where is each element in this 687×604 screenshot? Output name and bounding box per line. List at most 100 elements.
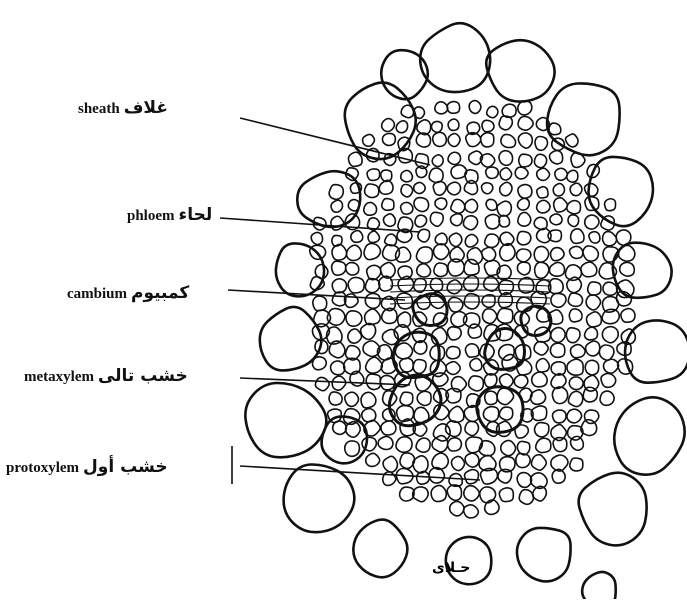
parenchyma-cell: [449, 406, 464, 422]
parenchyma-cell: [518, 185, 532, 199]
parenchyma-cell: [313, 296, 327, 311]
ground-cell: [353, 520, 407, 578]
parenchyma-cell: [551, 293, 566, 307]
parenchyma-cell: [487, 106, 498, 117]
label-cambium-en: cambium: [67, 286, 127, 302]
parenchyma-cell: [329, 185, 343, 200]
parenchyma-cell: [605, 199, 616, 211]
parenchyma-cell: [516, 249, 530, 262]
parenchyma-cell: [417, 264, 431, 277]
parenchyma-cell: [566, 134, 578, 147]
parenchyma-cell: [583, 387, 597, 402]
parenchyma-cell: [581, 420, 597, 436]
label-protoxylem: protoxylem خشب أول: [6, 457, 168, 477]
parenchyma-cell: [551, 248, 565, 261]
parenchyma-cell: [480, 154, 494, 167]
label-metaxylem-ar: خشب تالى: [98, 366, 188, 386]
parenchyma-cell: [378, 436, 393, 449]
parenchyma-cell: [430, 212, 443, 226]
parenchyma-cell: [351, 231, 363, 243]
parenchyma-cell: [585, 360, 599, 375]
parenchyma-cell: [616, 230, 631, 245]
parenchyma-cell: [500, 168, 512, 180]
parenchyma-cell: [467, 248, 482, 264]
parenchyma-cell: [519, 154, 532, 167]
leader-lines: [220, 118, 480, 484]
parenchyma-cell: [433, 182, 446, 196]
parenchyma-cell: [331, 361, 345, 375]
parenchyma-cell: [570, 345, 585, 358]
parenchyma-cell: [588, 282, 601, 295]
parenchyma-cell: [483, 407, 498, 422]
parenchyma-cell: [497, 308, 512, 323]
parenchyma-cell: [469, 101, 481, 114]
parenchyma-cell: [312, 357, 326, 370]
parenchyma-cell: [381, 421, 396, 435]
ground-cell: [547, 83, 620, 155]
parenchyma-cell: [468, 324, 481, 338]
parenchyma-cell: [571, 229, 584, 244]
parenchyma-cell: [315, 377, 329, 390]
parenchyma-cell: [451, 199, 465, 213]
parenchyma-cell: [465, 470, 479, 484]
parenchyma-cell: [396, 247, 411, 262]
parenchyma-cell: [601, 373, 616, 387]
parenchyma-cell: [364, 202, 377, 215]
parenchyma-cell: [567, 201, 581, 214]
parenchyma-cell: [484, 374, 496, 387]
parenchyma-cell: [447, 327, 461, 340]
parenchyma-cell: [570, 246, 583, 258]
parenchyma-cell: [433, 132, 447, 146]
parenchyma-cell: [464, 505, 479, 518]
parenchyma-cell: [581, 262, 597, 277]
parenchyma-cell: [555, 168, 567, 180]
parenchyma-cell: [568, 293, 582, 306]
parenchyma-cell: [463, 216, 477, 230]
parenchyma-cell: [554, 198, 568, 212]
parenchyma-cell: [537, 200, 550, 213]
parenchyma-cell: [332, 244, 347, 260]
parenchyma-cell: [365, 184, 379, 198]
parenchyma-cell: [499, 116, 512, 130]
parenchyma-cell: [464, 486, 479, 501]
parenchyma-cell: [501, 134, 516, 147]
parenchyma-cell: [571, 436, 584, 450]
parenchyma-cell: [433, 244, 448, 260]
parenchyma-cell: [401, 170, 413, 181]
parenchyma-cell: [514, 375, 528, 388]
parenchyma-cell: [537, 187, 548, 198]
parenchyma-cell: [586, 312, 601, 327]
parenchyma-cell: [550, 343, 564, 357]
ground-cell: [486, 40, 554, 101]
ground-cell: [517, 528, 571, 582]
parenchyma-cell: [432, 155, 443, 167]
parenchyma-cell: [567, 409, 582, 423]
parenchyma-cell: [515, 167, 528, 179]
parenchyma-cell: [470, 358, 482, 370]
parenchyma-cell: [400, 453, 415, 469]
parenchyma-cell: [382, 133, 395, 145]
parenchyma-cell: [333, 421, 347, 434]
parenchyma-cell: [500, 244, 515, 261]
parenchyma-cell: [346, 263, 359, 275]
label-cambium: cambium كمبيوم: [67, 283, 189, 303]
parenchyma-cell: [400, 358, 414, 372]
parenchyma-cell: [568, 215, 579, 227]
parenchyma-cell: [414, 198, 429, 212]
parenchyma-cell: [586, 295, 600, 310]
ground-cell: [276, 243, 324, 296]
parenchyma-cell: [435, 198, 447, 209]
parenchyma-cell: [499, 407, 512, 420]
parenchyma-cell: [464, 259, 479, 275]
parenchyma-cell: [585, 215, 599, 229]
parenchyma-cell: [345, 441, 360, 456]
parenchyma-cell: [518, 116, 533, 130]
parenchyma-cell: [448, 152, 461, 164]
parenchyma-cell: [401, 202, 413, 214]
parenchyma-cell: [413, 487, 428, 502]
parenchyma-cell: [518, 133, 532, 148]
parenchyma-cell: [535, 262, 549, 278]
parenchyma-cell: [485, 234, 499, 247]
parenchyma-cell: [485, 500, 499, 514]
parenchyma-cell: [448, 134, 460, 147]
